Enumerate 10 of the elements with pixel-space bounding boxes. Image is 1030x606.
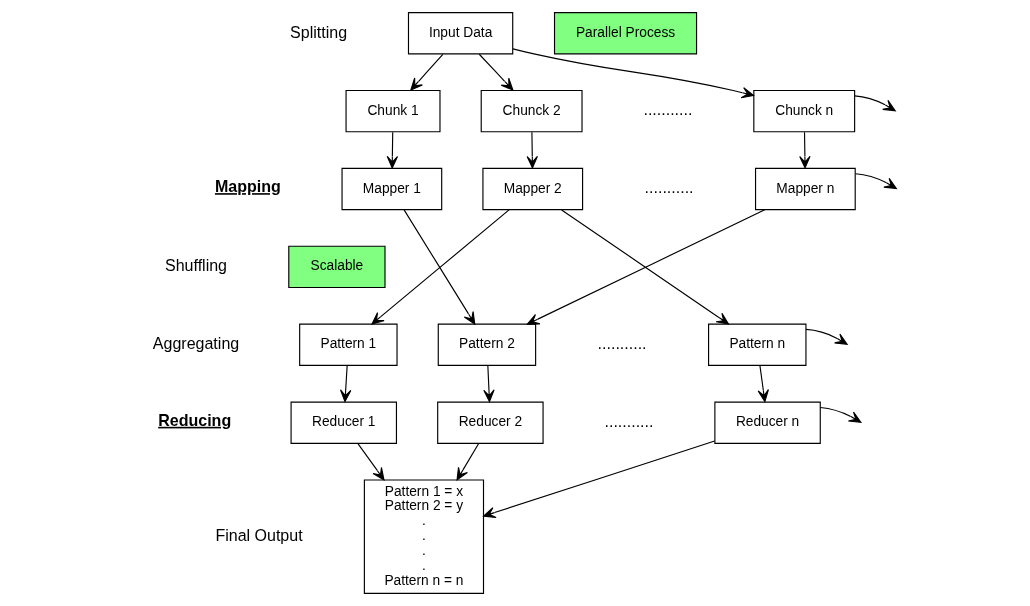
label: Final Output xyxy=(214,525,303,544)
label: ........... xyxy=(642,100,692,119)
label: Shuffling xyxy=(164,256,227,275)
label: ........... xyxy=(644,178,694,197)
label: ........... xyxy=(597,334,647,353)
label: Mapping xyxy=(214,177,281,196)
label: Aggregating xyxy=(152,334,239,353)
label: ........... xyxy=(604,411,653,430)
label: Splitting xyxy=(289,22,347,41)
label: Reducing xyxy=(157,410,231,429)
